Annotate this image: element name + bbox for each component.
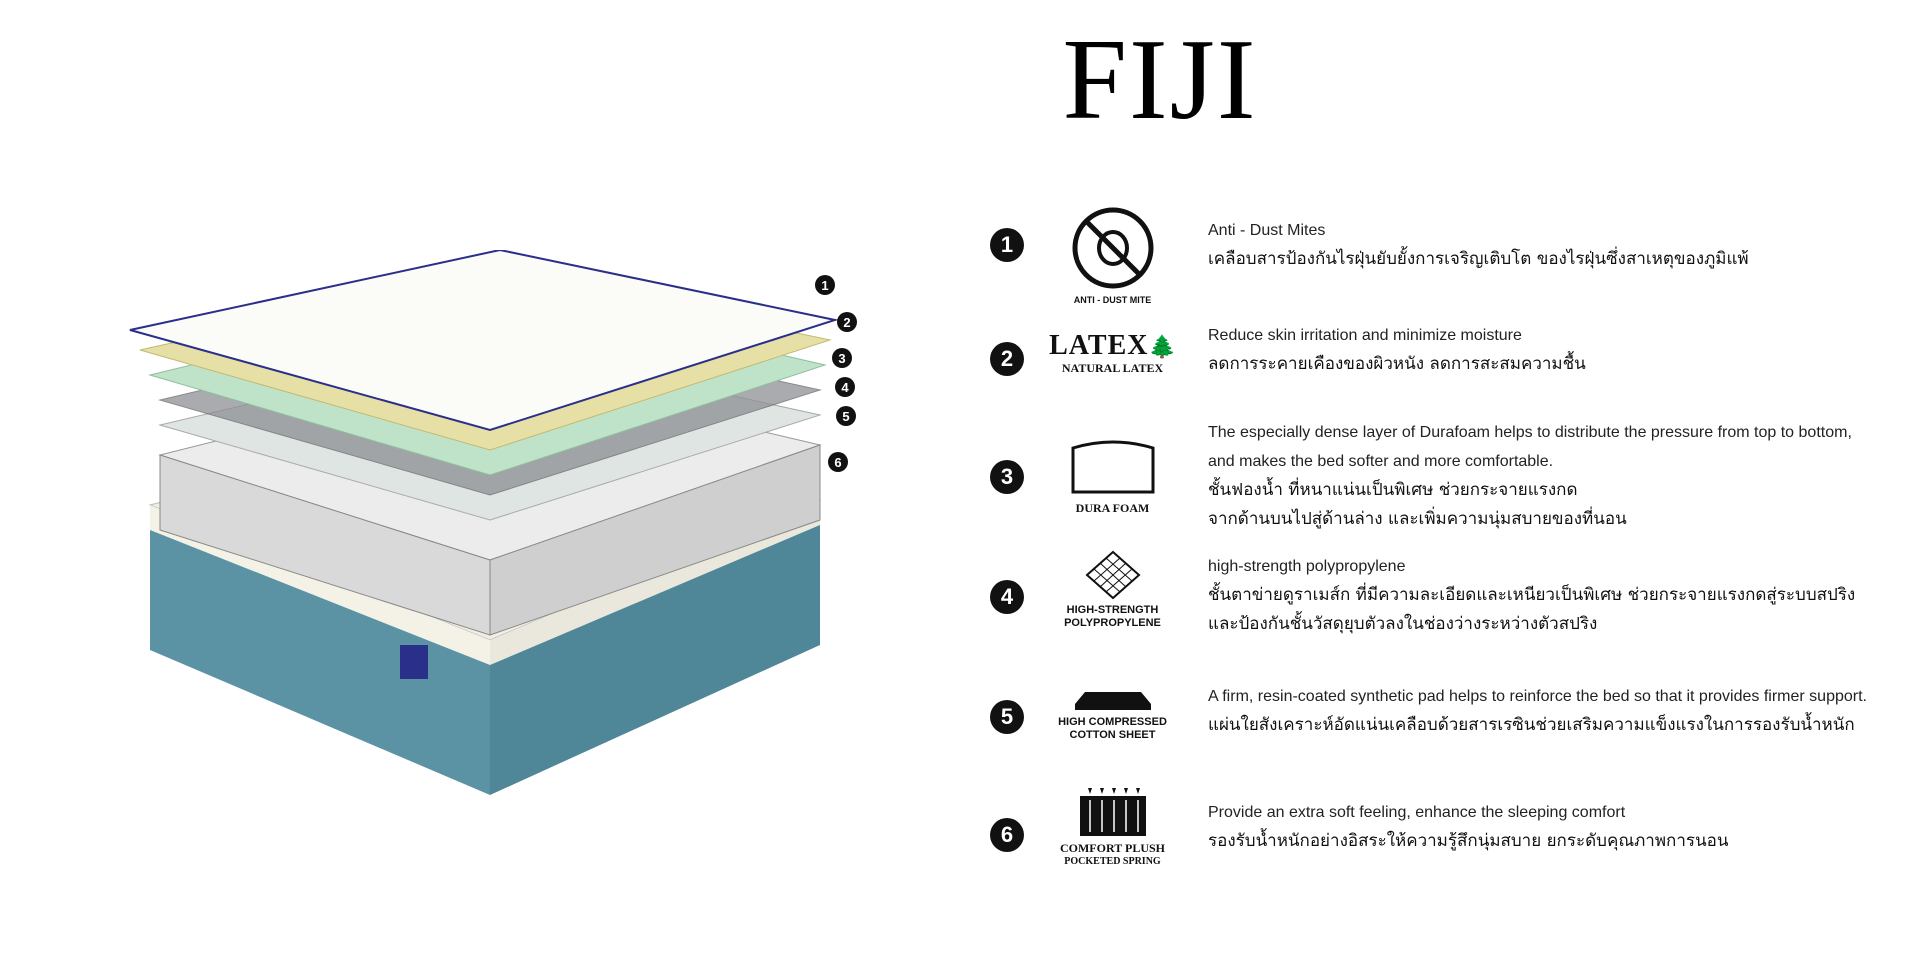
layer-callout-4: 4	[835, 377, 855, 397]
layer-callout-2: 2	[837, 312, 857, 332]
anti-dust-mite-caption: ANTI - DUST MITE	[1073, 295, 1152, 305]
layer-callout-6: 6	[828, 452, 848, 472]
layer-callout-3: 3	[832, 348, 852, 368]
svg-text:2: 2	[843, 315, 850, 330]
anti-dust-mite-icon: ANTI - DUST MITE	[1045, 206, 1180, 307]
svg-text:4: 4	[841, 380, 849, 395]
feature-3-thai-line-1: ชั้นฟองน้ำ ที่หนาแน่นเป็นพิเศษ ช่วยกระจา…	[1208, 480, 1578, 500]
spring-caption-2: POCKETED SPRING	[1064, 856, 1161, 867]
polypropylene-caption-2: POLYPROPYLENE	[1064, 617, 1161, 629]
number-badge-6: 6	[990, 818, 1024, 852]
feature-row-4: 4 HIGH-STRENGTH POLYPROPYLENE high-stren…	[990, 550, 1910, 670]
page-title: FIJI	[1062, 16, 1258, 144]
cotton-sheet-icon: HIGH COMPRESSED COTTON SHEET	[1045, 690, 1180, 742]
feature-row-2: 2 LATEX🌲 NATURAL LATEX Reduce skin irrit…	[990, 327, 1910, 422]
pocketed-spring-icon: COMFORT PLUSH POCKETED SPRING	[1045, 788, 1180, 868]
dura-foam-icon: DURA FOAM	[1045, 434, 1180, 515]
feature-6-english: Provide an extra soft feeling, enhance t…	[1208, 804, 1626, 821]
tree-icon: 🌲	[1148, 335, 1176, 360]
feature-4-thai-line-1: ชั้นตาข่ายดูราเมส์ก ที่มีความละเอียดและเ…	[1208, 585, 1856, 605]
number-badge-3: 3	[990, 460, 1024, 494]
svg-text:5: 5	[842, 409, 849, 424]
spring-caption-1: COMFORT PLUSH	[1059, 841, 1166, 855]
latex-word: LATEX	[1049, 330, 1149, 361]
feature-1-thai: เคลือบสารป้องกันไรฝุ่นยับยั้งการเจริญเติ…	[1208, 249, 1749, 269]
feature-2-english: Reduce skin irritation and minimize mois…	[1208, 327, 1522, 344]
number-badge-1: 1	[990, 228, 1024, 262]
mesh-icon: HIGH-STRENGTH POLYPROPYLENE	[1045, 550, 1180, 630]
cotton-caption-2: COTTON SHEET	[1069, 729, 1156, 741]
feature-1-english: Anti - Dust Mites	[1208, 222, 1326, 239]
feature-5-english: A firm, resin-coated synthetic pad helps…	[1208, 688, 1867, 705]
layer-callout-1: 1	[815, 275, 835, 295]
feature-5-thai: แผ่นใยสังเคราะห์อัดแน่นเคลือบด้วยสารเรซิ…	[1208, 715, 1855, 735]
latex-icon: LATEX🌲 NATURAL LATEX	[1045, 330, 1180, 375]
natural-latex-caption: NATURAL LATEX	[1061, 361, 1164, 375]
feature-4-english: high-strength polypropylene	[1208, 558, 1406, 575]
svg-text:3: 3	[838, 351, 845, 366]
feature-3-english-line-2: and makes the bed softer and more comfor…	[1208, 453, 1554, 470]
feature-row-3: 3 DURA FOAM The especially dense layer o…	[990, 424, 1910, 570]
dura-foam-caption: DURA FOAM	[1075, 501, 1150, 515]
feature-row-1: 1 ANTI - DUST MITE Anti - Dust Mites เคล…	[990, 207, 1910, 308]
cotton-caption-1: HIGH COMPRESSED	[1058, 716, 1167, 728]
feature-3-english-line-1: The especially dense layer of Durafoam h…	[1208, 424, 1852, 441]
mattress-layers-illustration: 1 2 3 4 5 6	[129, 250, 857, 795]
svg-text:6: 6	[834, 455, 841, 470]
feature-2-thai: ลดการระคายเคืองของผิวหนัง ลดการสะสมความช…	[1208, 354, 1586, 374]
feature-row-6: 6 COMFORT PLUSH POCKETED SPRING Provide …	[990, 788, 1910, 898]
svg-text:1: 1	[821, 278, 828, 293]
polypropylene-caption-1: HIGH-STRENGTH	[1066, 604, 1159, 616]
feature-row-5: 5 HIGH COMPRESSED COTTON SHEET A firm, r…	[990, 688, 1910, 780]
number-badge-2: 2	[990, 342, 1024, 376]
feature-4-thai-line-2: และป้องกันชั้นวัสดุยุบตัวลงในช่องว่างระห…	[1208, 614, 1598, 634]
feature-6-thai: รองรับน้ำหนักอย่างอิสระให้ความรู้สึกนุ่ม…	[1208, 831, 1729, 851]
layer-callout-5: 5	[836, 406, 856, 426]
number-badge-5: 5	[990, 700, 1024, 734]
top-cover-layer	[129, 250, 839, 432]
feature-3-thai-line-2: จากด้านบนไปสู่ด้านล่าง และเพิ่มความนุ่มส…	[1208, 509, 1627, 529]
number-badge-4: 4	[990, 580, 1024, 614]
